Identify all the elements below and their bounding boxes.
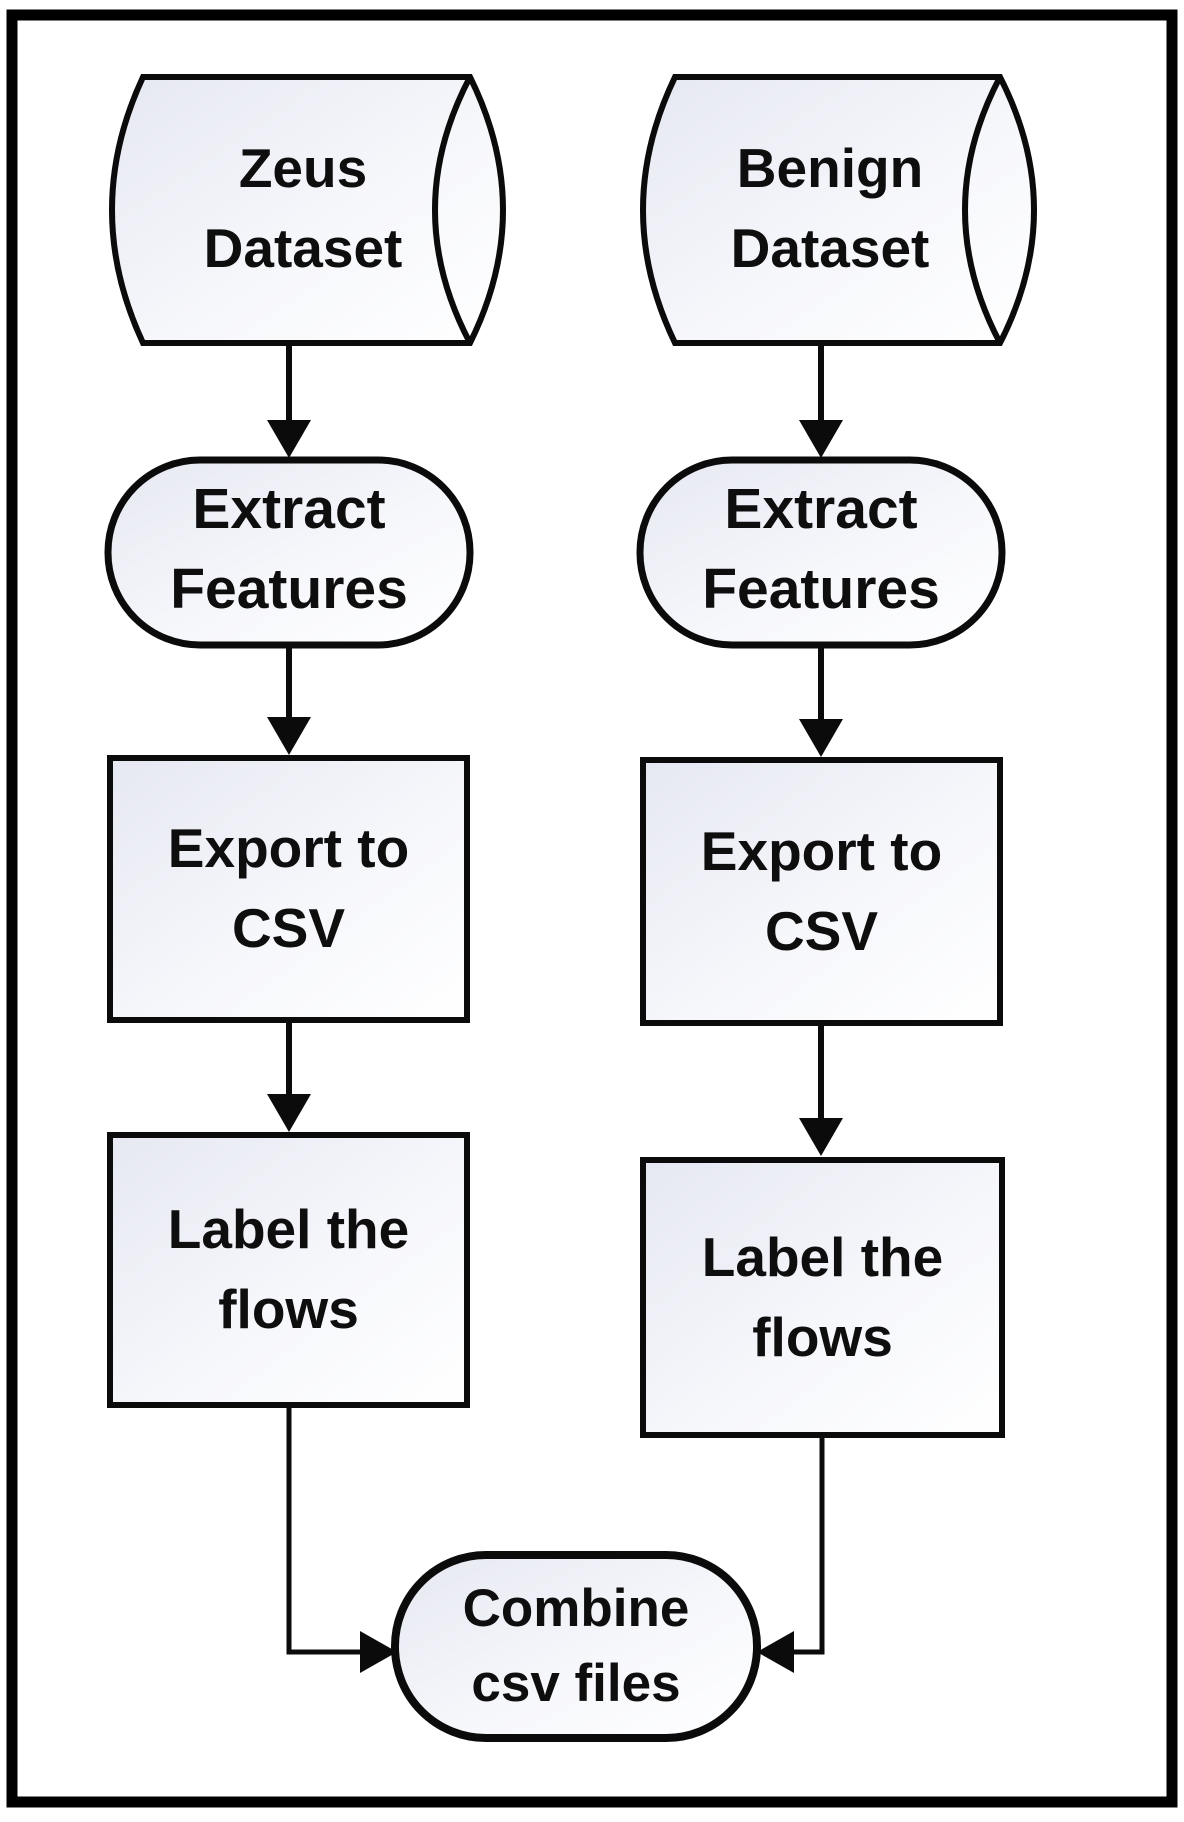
arrow-extract-to-export-right-head (799, 719, 843, 757)
combine-csv-stadium (391, 1551, 761, 1742)
arrow-benign-to-extract-head (799, 420, 843, 458)
arrow-zeus-to-extract-head (267, 420, 311, 458)
connector-label-left-to-combine (286, 1405, 362, 1655)
benign-dataset-cylinder (640, 74, 1037, 346)
label-flows-left-rect (107, 1132, 470, 1408)
extract-features-right-stadium (636, 456, 1006, 649)
outer-border (6, 9, 1178, 1808)
arrow-extract-to-export-left-head (267, 717, 311, 755)
connector-label-right-to-combine (792, 1435, 825, 1655)
arrow-export-to-label-left-head (267, 1094, 311, 1132)
label-flows-right-rect (640, 1157, 1005, 1438)
extract-features-left-stadium (104, 456, 474, 649)
arrow-export-to-label-right-head (799, 1118, 843, 1156)
connector-label-right-arrowhead (757, 1631, 794, 1673)
benign-dataset-cylinder-end-arc (962, 75, 1003, 345)
connector-label-left-arrowhead (360, 1631, 397, 1673)
zeus-dataset-cylinder (109, 74, 506, 346)
export-csv-right-rect (640, 757, 1003, 1026)
zeus-dataset-cylinder-end-arc (432, 75, 473, 345)
export-csv-left-rect (107, 755, 470, 1023)
